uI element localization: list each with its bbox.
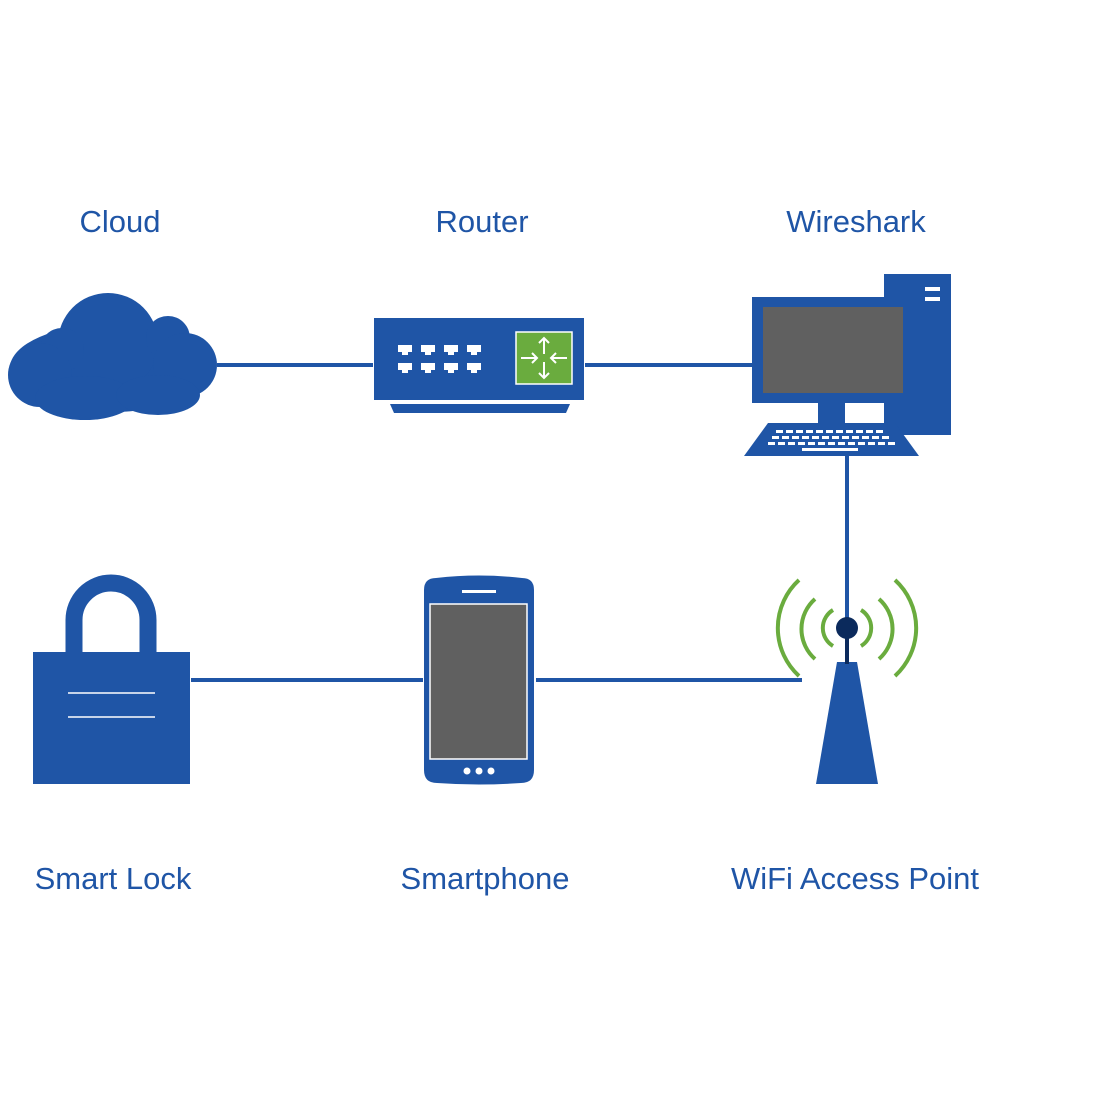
router-arrows-icon	[521, 336, 567, 380]
padlock-icon	[33, 574, 190, 784]
router-ports	[398, 345, 481, 373]
computer-screen	[763, 307, 903, 393]
antenna-mast	[816, 662, 878, 784]
smart-lock-label: Smart Lock	[34, 861, 192, 896]
cloud-label: Cloud	[79, 204, 161, 239]
connection-lines	[191, 363, 849, 682]
wifi-signal-waves	[775, 578, 919, 678]
router-icon	[374, 318, 584, 413]
smartphone-screen	[429, 603, 528, 760]
antenna-tip	[836, 617, 858, 639]
desktop-computer-icon	[744, 274, 951, 456]
wireshark-label: Wireshark	[786, 204, 926, 239]
router-label: Router	[435, 204, 529, 239]
wifi-access-point-label: WiFi Access Point	[730, 861, 980, 896]
computer-keyboard	[744, 423, 919, 456]
wifi-antenna-icon	[775, 578, 919, 784]
padlock-body	[33, 652, 190, 784]
cloud-icon	[8, 293, 217, 420]
smartphone-icon	[424, 575, 534, 785]
smartphone-label: Smartphone	[400, 861, 570, 896]
